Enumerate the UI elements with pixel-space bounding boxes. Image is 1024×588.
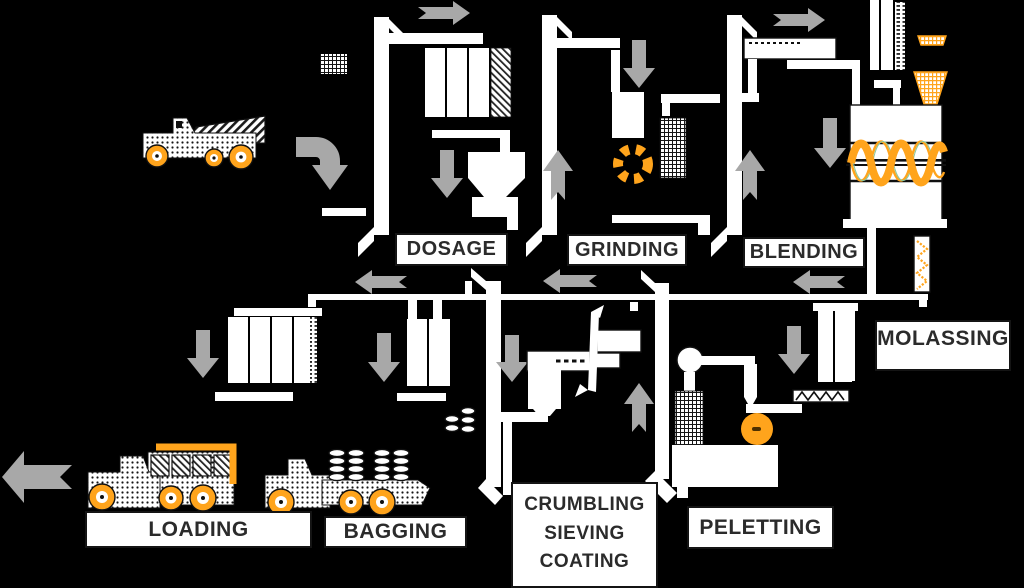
bagging-truck-icon: [264, 448, 431, 516]
flow-arrow-left-icon: [355, 270, 407, 294]
pellet-dots-icon: [444, 406, 476, 434]
distribution-conveyor-icon: [308, 294, 928, 381]
flow-arrow-up-icon: [543, 150, 573, 200]
cyclone-icon: [913, 35, 948, 105]
flow-arrow-right-icon: [773, 8, 825, 32]
crumbling-line: CRUMBLING: [524, 494, 645, 515]
loading-truck-icon: [87, 443, 237, 512]
hammer-mill-icon: [613, 144, 653, 184]
molasses-screw-icon: [913, 235, 931, 293]
grinding-bin-icon: [612, 92, 644, 138]
grinding-label: GRINDING: [567, 234, 687, 266]
raw-material-truck-icon: [142, 115, 266, 170]
flow-arrow-up-icon: [735, 150, 765, 200]
bagging-label: BAGGING: [324, 516, 467, 548]
blending-mixer-icon: [843, 104, 948, 296]
flow-arrow-down-icon: [814, 118, 846, 168]
bucket-elevator-icon: [630, 270, 677, 503]
flow-arrow-down-icon: [368, 333, 400, 382]
grinding-frame-icon: [612, 94, 720, 235]
loading-label: LOADING: [85, 511, 312, 548]
dosage-label: DOSAGE: [395, 233, 508, 266]
grinding-screen-icon: [659, 117, 687, 179]
flow-arrow-up-icon: [624, 383, 654, 432]
orange-bed-frame-icon: [156, 443, 237, 484]
grinding-feed-icon: [552, 38, 620, 92]
intake-elbow-arrow-icon: [296, 137, 348, 190]
rotary-sifter-icon: [727, 37, 860, 107]
dosing-silos-icon: [385, 33, 512, 138]
export-arrow-icon: [2, 451, 72, 503]
pellet-mill-icon: [672, 346, 802, 498]
intake-grid-icon: [320, 54, 347, 74]
crumbler-sieve-icon: [500, 305, 642, 495]
flow-arrow-down-icon: [431, 150, 463, 198]
bagging-bins-icon: [397, 296, 450, 401]
blending-label: BLENDING: [743, 237, 865, 268]
bucket-elevator-icon: [358, 17, 404, 257]
flow-arrow-right-icon: [418, 1, 470, 25]
molassing-label: MOLASSING: [875, 320, 1011, 371]
molasses-tanks-icon: [813, 303, 858, 382]
feeder-zigzag-icon: [792, 389, 850, 403]
bucket-elevator-icon: [465, 268, 503, 505]
flow-arrow-down-icon: [496, 335, 528, 382]
bag-stack-icon: [328, 448, 410, 482]
finished-product-silos-icon: [215, 308, 322, 401]
mixing-screw-icon: [847, 139, 948, 187]
coating-line: COATING: [539, 551, 630, 572]
flow-arrow-down-icon: [187, 330, 219, 378]
crumbling-sieving-coating-label: CRUMBLING SIEVING COATING: [511, 482, 658, 588]
flow-arrow-left-icon: [543, 269, 597, 293]
bucket-elevator-icon: [526, 15, 572, 257]
filter-columns-icon: [870, 0, 905, 106]
flow-arrow-left-icon: [793, 270, 845, 294]
flow-arrow-down-icon: [778, 326, 810, 374]
flow-arrow-down-icon: [623, 40, 655, 88]
pelleting-label: PELETTING: [687, 506, 834, 549]
weighing-hopper-icon: [322, 138, 525, 230]
sieving-line: SIEVING: [544, 522, 625, 544]
bucket-elevator-icon: [711, 15, 757, 257]
